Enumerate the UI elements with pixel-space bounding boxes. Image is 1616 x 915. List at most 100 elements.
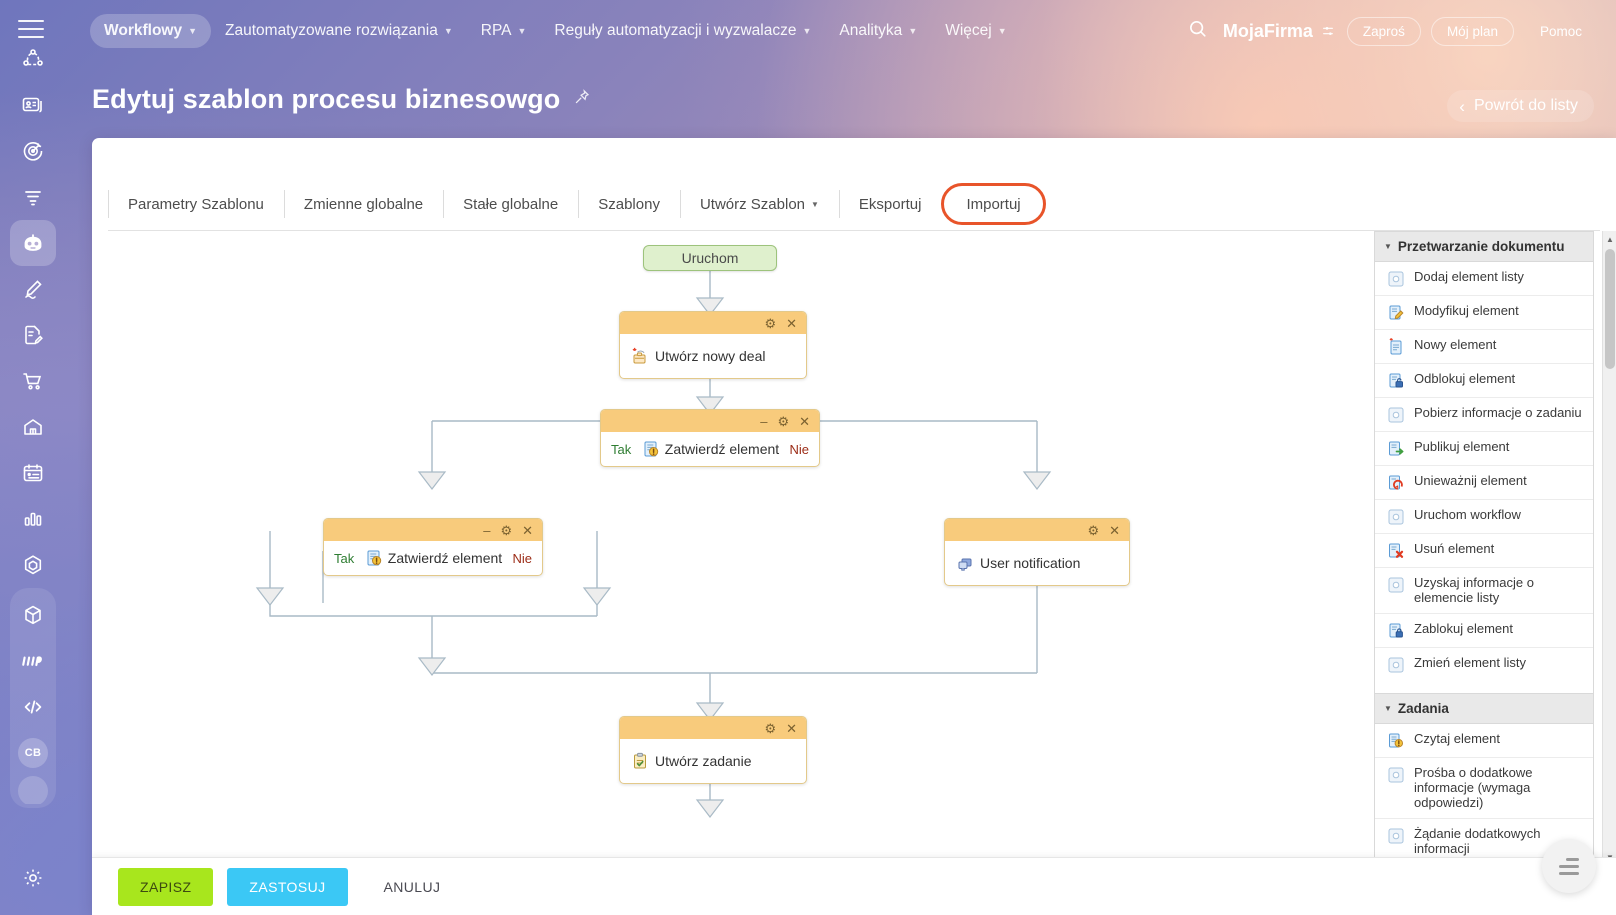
elements-panel-scrollbar[interactable]: ▲ ▼ (1602, 231, 1616, 865)
gear-icon[interactable] (10, 855, 56, 901)
apply-button[interactable]: ZASTOSUJ (227, 867, 348, 906)
element-item-czytaj-element[interactable]: Czytaj element (1375, 724, 1593, 758)
workflow-node-approve-1[interactable]: – ⚙ ✕ Tak (600, 409, 820, 467)
close-icon[interactable]: ✕ (1109, 522, 1120, 538)
list-menu-icon[interactable] (1542, 839, 1596, 893)
invite-button[interactable]: Zaproś (1346, 16, 1421, 46)
element-item-modyfikuj-element[interactable]: Modyfikuj element (1375, 296, 1593, 330)
shopping-cart-icon[interactable] (10, 358, 56, 404)
element-item-prosba-o-dodatkowe-informacje[interactable]: Prośba o dodatkowe informacje (wymaga od… (1375, 758, 1593, 819)
minimize-icon[interactable]: – (483, 522, 491, 538)
chevron-down-icon: ▼ (443, 26, 453, 36)
element-item-zablokuj-element[interactable]: Zablokuj element (1375, 614, 1593, 648)
nav-item-analityka[interactable]: Analityka ▼ (825, 14, 931, 48)
pin-icon[interactable] (572, 88, 591, 112)
warehouse-icon[interactable] (10, 404, 56, 450)
rail-group-tools: CB (10, 588, 56, 808)
minimize-icon[interactable]: – (760, 413, 768, 429)
element-item-nowy-element[interactable]: Nowy element (1375, 330, 1593, 364)
nav-label: RPA (480, 22, 512, 39)
group-header-przetwarzanie-dokumentu[interactable]: ▼ Przetwarzanie dokumentu (1375, 232, 1593, 262)
tab-eksportuj[interactable]: Eksportuj (838, 178, 942, 230)
workflow-diagram: Uruchom ⚙ ✕ (108, 231, 1398, 865)
bar-chart-icon[interactable] (10, 496, 56, 542)
nav-item-workflowy[interactable]: Workflowy ▼ (90, 14, 212, 48)
nav-item-wiecej[interactable]: Więcej ▼ (931, 14, 1020, 48)
workflow-node-approve-2[interactable]: – ⚙ ✕ Tak (323, 518, 543, 576)
box-3d-icon[interactable] (10, 592, 56, 638)
tab-szablony[interactable]: Szablony (578, 178, 680, 230)
element-item-uniewaznij-element[interactable]: Unieważnij element (1375, 466, 1593, 500)
tab-parametry-szablonu[interactable]: Parametry Szablonu (108, 178, 284, 230)
tab-importuj[interactable]: Importuj (941, 183, 1046, 225)
group-gap (1375, 680, 1593, 693)
close-icon[interactable]: ✕ (786, 315, 797, 331)
workflow-canvas[interactable]: Uruchom ⚙ ✕ (108, 231, 1616, 865)
left-icon-rail: CB (0, 0, 66, 915)
element-item-odblokuj-element[interactable]: Odblokuj element (1375, 364, 1593, 398)
pen-signature-icon[interactable] (10, 266, 56, 312)
gear-icon[interactable]: ⚙ (500, 522, 513, 538)
nav-item-reguly[interactable]: Reguły automatyzacji i wyzwalacze ▼ (540, 14, 825, 48)
elements-panel[interactable]: ▼ Przetwarzanie dokumentu Dodaj element … (1374, 231, 1594, 865)
tab-stale-globalne[interactable]: Stałe globalne (443, 178, 578, 230)
code-icon[interactable] (10, 684, 56, 730)
calendar-list-icon[interactable] (10, 450, 56, 496)
back-to-list-button[interactable]: ‹ Powrót do listy (1447, 90, 1594, 122)
waves-icon[interactable] (10, 638, 56, 684)
element-item-dodaj-element-listy[interactable]: Dodaj element listy (1375, 262, 1593, 296)
circle-square-icon (1387, 827, 1405, 845)
gear-icon[interactable]: ⚙ (1087, 522, 1100, 538)
secondary-avatar[interactable] (10, 776, 56, 804)
cancel-button[interactable]: ANULUJ (362, 868, 463, 906)
element-label: Dodaj element listy (1414, 269, 1524, 284)
node-titlebar: – ⚙ ✕ (601, 410, 819, 432)
tab-zmienne-globalne[interactable]: Zmienne globalne (283, 178, 443, 230)
element-item-zmien-element-listy[interactable]: Zmień element listy (1375, 648, 1593, 681)
gear-icon[interactable]: ⚙ (764, 720, 777, 736)
close-icon[interactable]: ✕ (522, 522, 533, 538)
element-item-publikuj-element[interactable]: Publikuj element (1375, 432, 1593, 466)
network-icon[interactable] (10, 36, 56, 82)
nav-label: Analityka (839, 22, 903, 39)
element-item-usun-element[interactable]: Usuń element (1375, 534, 1593, 568)
gear-icon[interactable]: ⚙ (764, 315, 777, 331)
element-item-uzyskaj-informacje-o-elemencie-listy[interactable]: Uzyskaj informacje o elemencie listy (1375, 568, 1593, 614)
scroll-up-arrow[interactable]: ▲ (1606, 234, 1614, 244)
contact-card-icon[interactable] (10, 82, 56, 128)
new-deal-icon (630, 346, 650, 366)
group-header-zadania[interactable]: ▼ Zadania (1375, 692, 1593, 724)
workflow-node-create-task[interactable]: ⚙ ✕ Utwórz zadanie (619, 716, 807, 784)
element-label: Publikuj element (1414, 439, 1510, 454)
nav-item-rpa[interactable]: RPA ▼ (467, 14, 541, 48)
tab-utworz-szablon[interactable]: Utwórz Szablon ▼ (679, 178, 839, 230)
circle-square-icon (1387, 766, 1405, 784)
robot-icon[interactable] (10, 220, 56, 266)
gear-icon[interactable]: ⚙ (777, 413, 790, 429)
element-item-pobierz-informacje-o-zadaniu[interactable]: Pobierz informacje o zadaniu (1375, 398, 1593, 432)
search-icon[interactable] (1187, 18, 1209, 45)
workflow-node-start[interactable]: Uruchom (643, 245, 777, 271)
company-switcher[interactable]: MojaFirma (1223, 21, 1337, 42)
close-icon[interactable]: ✕ (799, 413, 810, 429)
funnel-icon[interactable] (10, 174, 56, 220)
tab-label: Parametry Szablonu (128, 195, 264, 213)
target-icon[interactable] (10, 128, 56, 174)
document-edit-icon[interactable] (10, 312, 56, 358)
element-item-uruchom-workflow[interactable]: Uruchom workflow (1375, 500, 1593, 534)
circle-square-icon (1387, 406, 1405, 424)
scrollbar-thumb[interactable] (1605, 249, 1615, 369)
user-avatar[interactable]: CB (10, 730, 56, 776)
workflow-node-user-notification[interactable]: ⚙ ✕ User notification (944, 518, 1130, 586)
node-body: Tak Zatwierdź element (324, 541, 542, 575)
my-plan-button[interactable]: Mój plan (1430, 16, 1514, 46)
hamburger-icon[interactable] (18, 20, 44, 40)
nav-item-zautomatyzowane[interactable]: Zautomatyzowane rozwiązania ▼ (211, 14, 467, 48)
close-icon[interactable]: ✕ (786, 720, 797, 736)
save-button[interactable]: ZAPISZ (118, 867, 214, 906)
workflow-node-create-deal[interactable]: ⚙ ✕ Utwórz nowy deal (619, 311, 807, 379)
help-button[interactable]: Pomoc (1539, 23, 1582, 39)
hexagon-icon[interactable] (10, 542, 56, 588)
node-titlebar: ⚙ ✕ (620, 312, 806, 334)
editor-toolbar-tabs: Parametry Szablonu Zmienne globalne Stał… (108, 178, 1046, 230)
